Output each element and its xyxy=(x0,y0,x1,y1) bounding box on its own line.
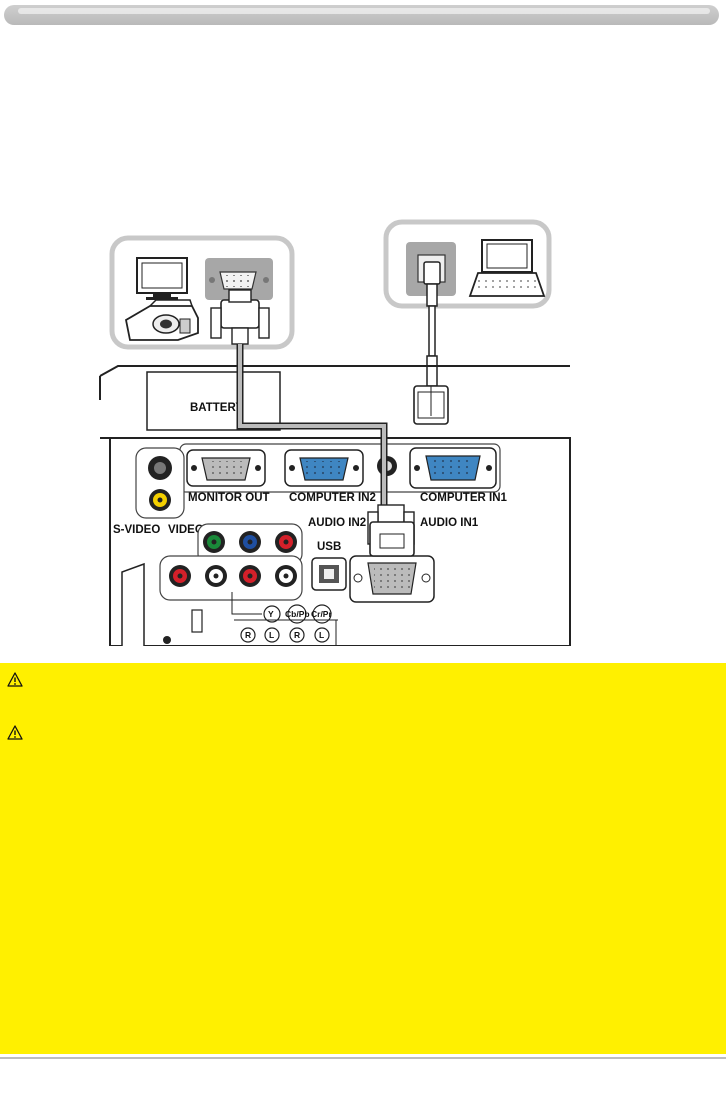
projector-rear-panel: BATTERY xyxy=(99,365,571,646)
warning-box xyxy=(0,663,726,1054)
y-label: Y xyxy=(268,609,274,619)
video-label: VIDEO xyxy=(168,524,204,536)
computer-in1-label: COMPUTER IN1 xyxy=(420,492,508,504)
component-jacks xyxy=(169,531,297,587)
monitor-out-label: MONITOR OUT xyxy=(188,492,270,504)
audio-l2-label: L xyxy=(319,630,324,640)
audio-in2-label: AUDIO IN2 xyxy=(308,517,366,529)
footer-divider xyxy=(0,1057,726,1059)
section-header-bar xyxy=(4,5,719,25)
lan-cable xyxy=(413,261,449,425)
audio-in1-label: AUDIO IN1 xyxy=(420,517,479,529)
usb-label: USB xyxy=(317,541,341,553)
audio-l1-label: L xyxy=(269,630,274,640)
laptop-icon xyxy=(468,239,546,297)
warning-triangle-icon xyxy=(7,725,23,740)
monitor-icon xyxy=(136,257,188,300)
battery-compartment xyxy=(146,371,281,431)
battery-label: BATTERY xyxy=(190,402,243,414)
monitor-projector-group xyxy=(109,235,295,350)
rgb-cable xyxy=(210,289,415,557)
cb-pb-label: Cb/Pb xyxy=(285,609,310,619)
monitor-in-port-icon xyxy=(205,258,273,300)
connection-diagram: BATTERY xyxy=(0,200,726,646)
s-video-label: S-VIDEO xyxy=(113,524,160,536)
laptop-group xyxy=(383,219,552,309)
header-bar-highlight xyxy=(18,8,710,14)
audio-r2-label: R xyxy=(294,630,300,640)
projector-icon xyxy=(124,299,199,341)
audio-r1-label: R xyxy=(245,630,251,640)
connection-diagram-svg: BATTERY xyxy=(99,219,571,646)
warning-triangle-icon xyxy=(7,672,23,687)
cr-pr-label: Cr/Pr xyxy=(311,609,332,619)
computer-in2-label: COMPUTER IN2 xyxy=(289,492,376,504)
